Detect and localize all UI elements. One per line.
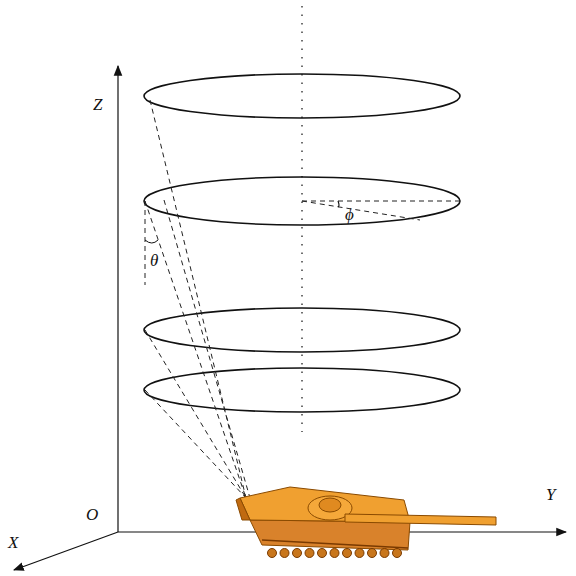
axis-label: X (8, 534, 18, 551)
axis-label: Y (546, 486, 555, 503)
theta-arc (145, 240, 158, 243)
tank-target (236, 487, 496, 558)
axis-label: θ (150, 252, 158, 269)
sight-lines (145, 100, 460, 498)
coordinate-axes (14, 66, 566, 570)
observation-rings (144, 74, 460, 412)
axis-label: Z (93, 96, 102, 113)
phi-arc (338, 201, 339, 207)
axis-label: O (86, 506, 98, 523)
axis-label: ϕ (345, 206, 354, 223)
